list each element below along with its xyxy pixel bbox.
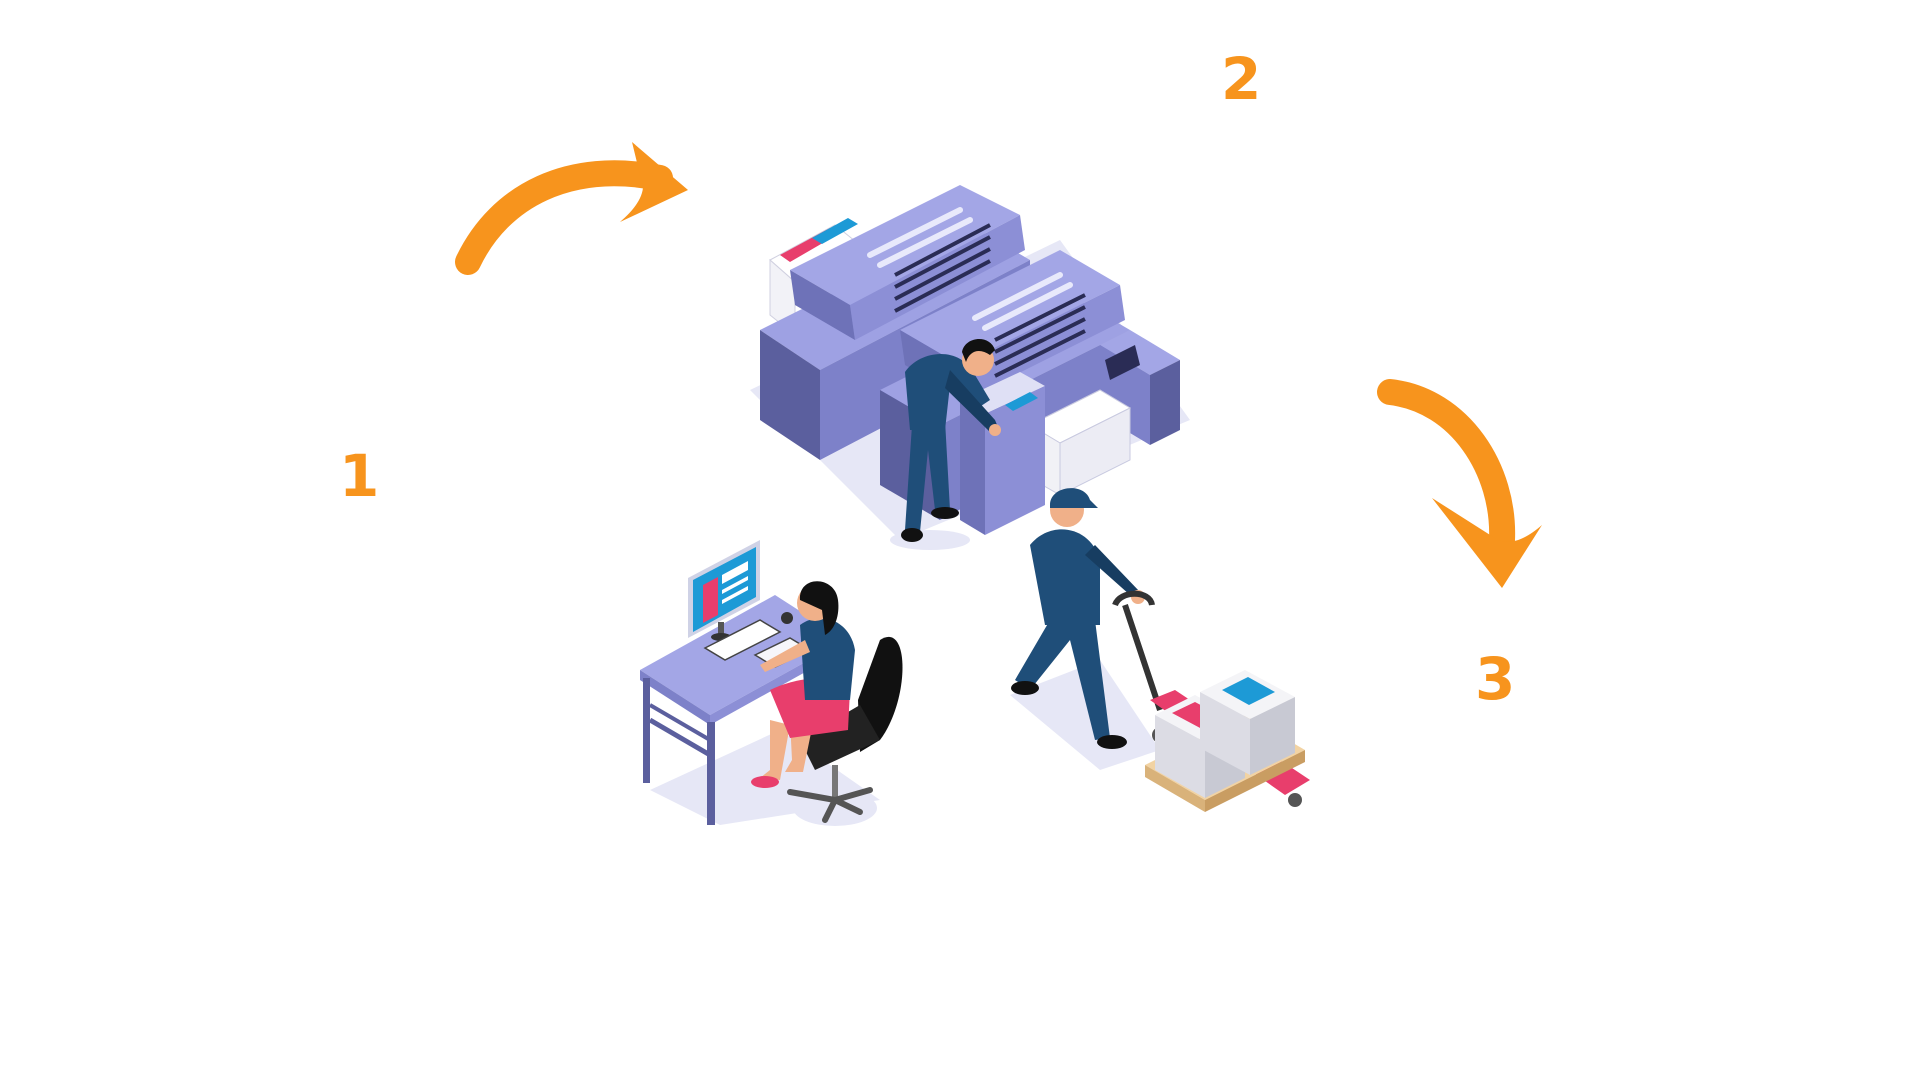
pallet-jack bbox=[1112, 590, 1310, 812]
curved-arrow-icon bbox=[455, 142, 688, 275]
desk-top bbox=[640, 595, 845, 715]
curved-arrow-down-icon bbox=[1377, 379, 1542, 588]
delivery-worker bbox=[1010, 488, 1160, 770]
step-number-3: 3 bbox=[1475, 645, 1516, 713]
press-operator bbox=[890, 338, 1001, 550]
paper-stack-output bbox=[1028, 389, 1132, 496]
office-chair bbox=[787, 636, 903, 823]
step-number-1: 1 bbox=[339, 442, 380, 510]
computer-monitor bbox=[688, 540, 760, 641]
designer-person bbox=[751, 581, 903, 823]
press-control-panel bbox=[960, 372, 1045, 535]
step-number-2: 2 bbox=[1221, 45, 1262, 113]
keyboard bbox=[703, 619, 782, 661]
package-box bbox=[1200, 670, 1295, 775]
